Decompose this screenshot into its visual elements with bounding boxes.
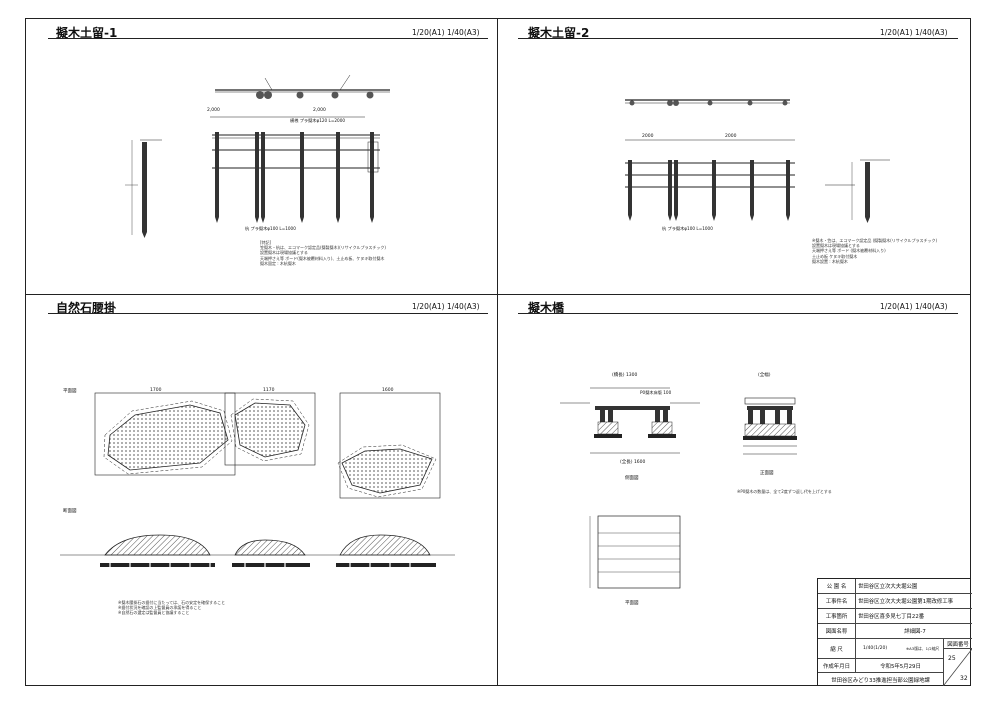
p4-notes: ※P0擬木の数量は、全て2度ずつ返し代を上げとする — [737, 489, 832, 494]
panel-title-1: 擬木土留-1 — [56, 26, 118, 40]
panel-scale-4: 1/20(A1) 1/40(A3) — [880, 302, 948, 311]
tb-row-location: 工事箇所 世田谷区喜多見七丁目22番 — [818, 609, 972, 624]
tb-label: 作成年月日 — [818, 659, 856, 672]
timber-retaining-drawing-2 — [625, 99, 890, 223]
vertical-divider — [497, 18, 498, 686]
tb-label: 公 園 名 — [818, 579, 856, 593]
p3-section-label: 断面図 — [63, 509, 77, 514]
p1-dim-right: 2,000 — [313, 108, 326, 113]
tb-drawing-no-label: 図面番号 — [944, 640, 972, 649]
tb-fraction-slash — [944, 649, 972, 686]
tb-value: 詳細図-7 — [904, 629, 926, 635]
p1-rail-note: 横桟 プラ擬木φ120 L=2000 — [290, 118, 346, 123]
p1-post-note: 杭 プラ擬木φ100 L=1000 — [245, 226, 296, 231]
p4-plan-label: 平面図 — [625, 601, 639, 606]
p4-front-label: 正面図 — [760, 471, 774, 476]
tb-label: 工事件名 — [818, 594, 856, 608]
timber-bridge-drawing — [560, 387, 797, 589]
panel-header-line-1 — [48, 38, 488, 39]
p4-span-2: (全長) 1600 — [620, 460, 646, 465]
panel-scale-1: 1/20(A1) 1/40(A3) — [412, 28, 480, 37]
tb-label: 工事箇所 — [818, 609, 856, 623]
tb-row-date: 作成年月日 令和5年5月29日 — [818, 659, 943, 673]
tb-scale-value: 1/40(1/20) — [863, 646, 888, 651]
panel-scale-2: 1/20(A1) 1/40(A3) — [880, 28, 948, 37]
p1-notes: [特記] 笠擬木・杭は、エコマーク認定品(擬製擬木)(リサイクルプラスチック) … — [260, 240, 386, 266]
horizontal-divider — [25, 294, 971, 295]
p4-side-label: 側面図 — [625, 476, 639, 481]
drawing-sheet — [25, 18, 971, 686]
tb-value: 世田谷区立次大夫堀公園 — [858, 584, 918, 590]
tb-drawing-no: 25 — [948, 655, 956, 662]
p3-width-1: 1700 — [150, 388, 162, 393]
tb-label: 図面名称 — [818, 624, 856, 638]
tb-scale-note: ※A3版は、1/2縮尺 — [906, 645, 940, 651]
panel-header-line-3 — [48, 313, 488, 314]
stone-bench-drawing — [60, 392, 455, 567]
p1-dim-left: 2,000 — [207, 108, 220, 113]
panel-title-4: 擬木橋 — [528, 301, 565, 315]
tb-value: 世田谷区喜多見七丁目22番 — [858, 614, 925, 620]
p4-width: (全幅) — [758, 373, 771, 378]
tb-office: 世田谷区みどり33推進担当部公園緑地課 — [831, 677, 930, 684]
p3-width-3: 1600 — [382, 388, 394, 393]
tb-label: 縮 尺 — [818, 639, 856, 658]
panel-scale-3: 1/20(A1) 1/40(A3) — [412, 302, 480, 311]
tb-row-project: 工事件名 世田谷区立次大夫堀公園第1期改修工事 — [818, 594, 972, 609]
p2-dim-left: 2000 — [642, 134, 654, 139]
tb-row-scale: 縮 尺 1/40(1/20) ※A3版は、1/2縮尺 — [818, 639, 943, 659]
p4-span: (橋長) 1300 — [612, 373, 638, 378]
tb-value: 世田谷区立次大夫堀公園第1期改修工事 — [858, 599, 954, 605]
panel-header-line-4 — [518, 313, 958, 314]
timber-retaining-drawing-1 — [125, 74, 390, 238]
p4-plank: P0擬木床版 100 — [640, 390, 672, 395]
tb-row-park: 公 園 名 世田谷区立次大夫堀公園 — [818, 579, 972, 594]
p3-plan-label: 平面図 — [63, 389, 77, 394]
p3-notes: ※擬木腰掛石の据付に当たっては、石の安定を確保すること ※据付状況を確認の上監督… — [118, 600, 226, 616]
p2-dim-right: 2000 — [725, 134, 737, 139]
tb-divider — [943, 639, 944, 686]
tb-date-value: 令和5年5月29日 — [880, 663, 921, 670]
tb-total-sheets: 32 — [960, 675, 968, 682]
panel-title-3: 自然石腰掛 — [56, 301, 117, 315]
title-block: 公 園 名 世田谷区立次大夫堀公園 工事件名 世田谷区立次大夫堀公園第1期改修工… — [817, 578, 972, 686]
panel-title-2: 擬木土留-2 — [528, 26, 590, 40]
panel-header-line-2 — [518, 38, 958, 39]
p2-notes: ※擬木・笠は、エコマーク認定品 (擬製擬木(リサイクルプラスチック) 設置擬木は… — [812, 238, 938, 264]
p3-width-2: 1170 — [263, 388, 275, 393]
p2-post-note: 杭 プラ擬木φ100 L=1000 — [662, 226, 713, 231]
tb-row-drawing-name: 図面名称 詳細図-7 — [818, 624, 972, 639]
